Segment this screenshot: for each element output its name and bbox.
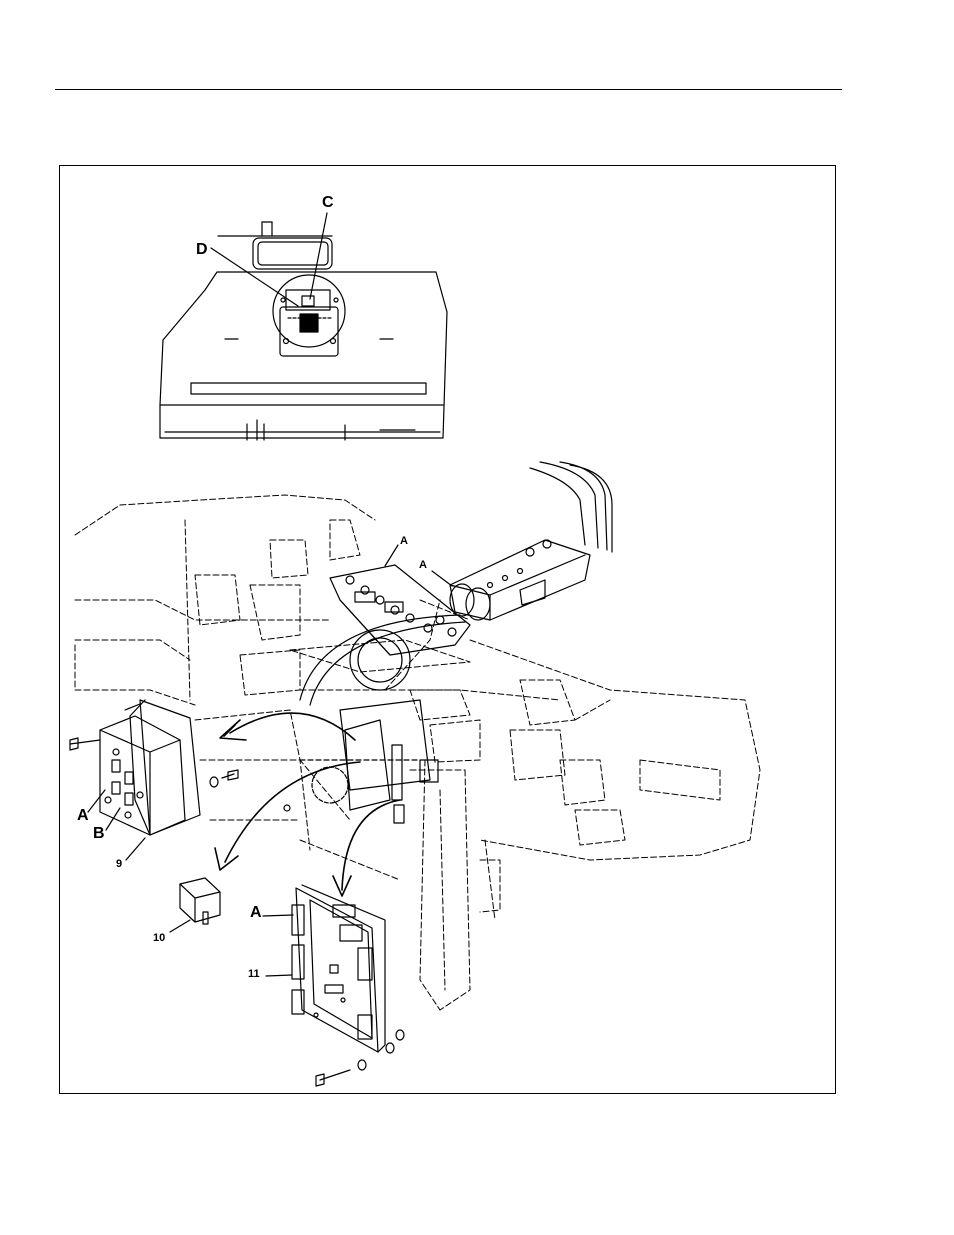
callout-a-module: A <box>77 808 89 824</box>
control-board-11 <box>263 885 404 1086</box>
callout-b-module: B <box>93 826 105 842</box>
callout-11: 11 <box>248 969 260 980</box>
relay-10 <box>170 878 220 932</box>
cable-connector <box>432 462 612 620</box>
callout-a-connector: A <box>419 560 427 571</box>
callout-c: C <box>322 195 334 211</box>
chassis-frame <box>75 495 760 1010</box>
callout-10: 10 <box>153 933 165 944</box>
callout-a-board: A <box>250 905 262 921</box>
callout-d: D <box>196 242 208 258</box>
callout-a-top-panel: A <box>400 536 408 547</box>
callout-9: 9 <box>116 859 122 870</box>
top-connector-panel <box>300 545 470 705</box>
chassis-outline <box>284 700 430 811</box>
